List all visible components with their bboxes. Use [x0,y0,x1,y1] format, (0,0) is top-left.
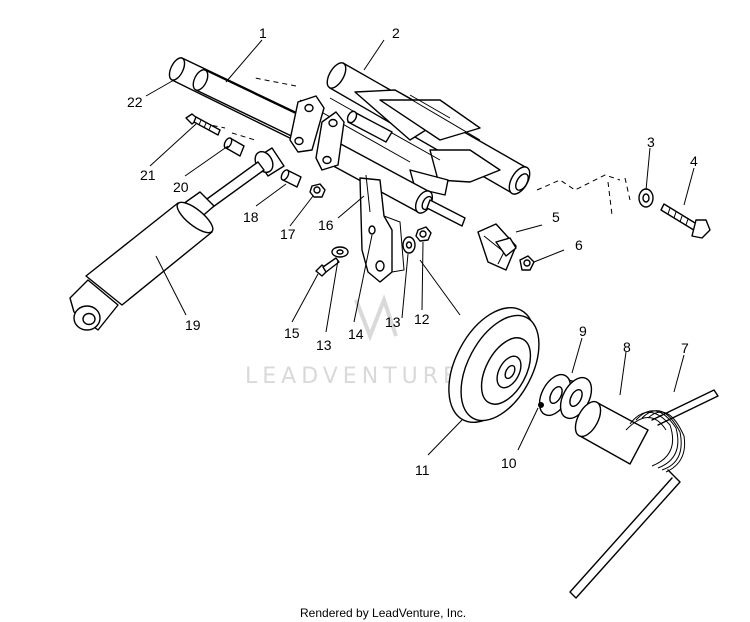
callout-6: 6 [575,237,583,253]
callout-21: 21 [140,167,156,183]
callout-16: 16 [318,217,334,233]
part-17-nut [309,183,326,198]
part-15-bolt [315,257,340,277]
part-18-spacer [280,169,302,188]
part-8-bushing [574,400,649,465]
mounting-plates [289,95,345,171]
watermark-text: LEADVENTURE [245,364,462,389]
callout-18: 18 [243,209,259,225]
callout-19: 19 [185,317,201,333]
callout-14: 14 [348,326,364,342]
callout-9: 9 [579,323,587,339]
part-6-nut [519,255,535,271]
dashed-assembly-line [194,77,631,216]
callout-5: 5 [552,209,560,225]
part-13-washer-left [331,246,349,258]
part-11-pulley [419,259,540,423]
callout-7: 7 [681,340,689,356]
part-21-bolt [185,113,221,136]
footer-credit: Rendered by LeadVenture, Inc. [300,606,466,620]
part-7-spring [569,389,719,599]
part-10-pin [538,402,544,408]
part-20-bushing [223,137,245,157]
callout-10: 10 [501,455,517,471]
callout-12: 12 [414,311,430,327]
callout-3: 3 [647,134,655,150]
part-1-front-shaft [168,57,319,145]
watermark-logo-icon [354,294,398,342]
part-13-washer-right [402,236,416,254]
callout-22: 22 [127,94,143,110]
callout-4: 4 [690,153,698,169]
callout-13-left: 13 [316,337,332,353]
callout-2: 2 [392,25,400,41]
part-12-nut [415,226,432,242]
part-4-bolt [660,203,711,239]
callout-15: 15 [284,325,300,341]
leader-lines [145,39,695,456]
callout-20: 20 [173,179,189,195]
callout-11: 11 [415,462,430,478]
callout-1: 1 [259,25,267,41]
callout-13-right: 13 [385,314,401,330]
callout-17: 17 [280,226,296,242]
callout-labels: 1 2 3 4 5 6 7 8 9 10 11 12 13 13 14 15 1… [127,25,698,478]
part-3-washer [638,188,654,208]
pivot-stub [346,110,393,143]
frame-braces [299,89,501,196]
watermark: LEADVENTURE [245,294,462,389]
callout-8: 8 [623,339,631,355]
part-19-shock [69,147,285,331]
part-5-clip [477,223,517,271]
